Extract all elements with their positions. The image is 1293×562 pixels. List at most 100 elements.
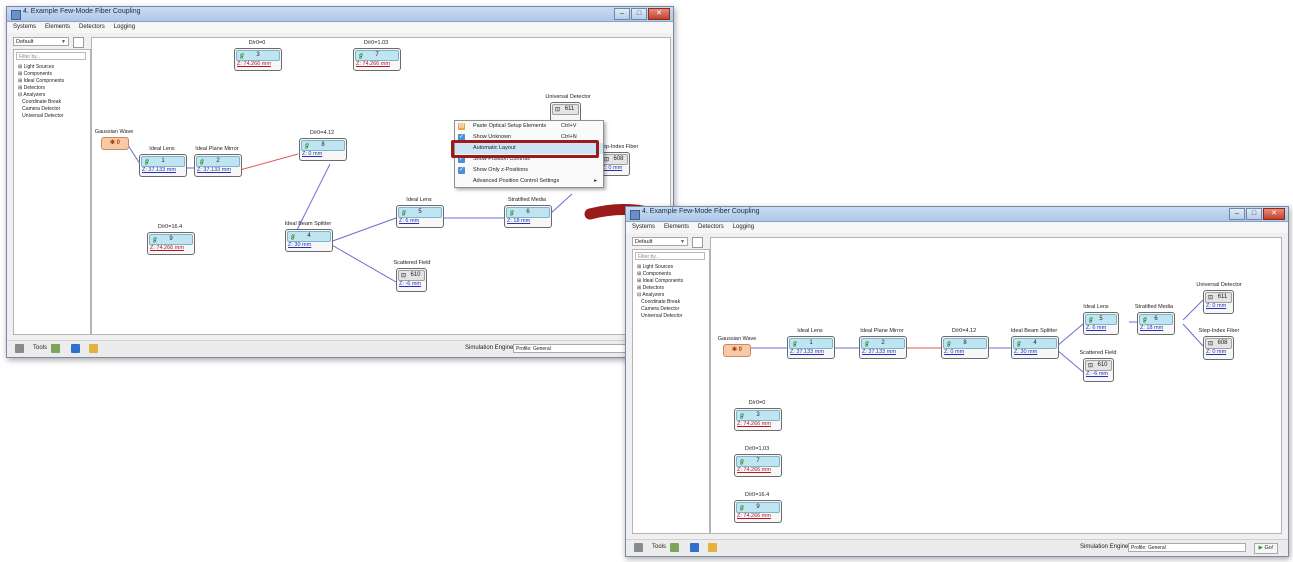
tree-item[interactable]: Camera Detector [22, 106, 61, 112]
z-position[interactable]: Z: 74.266 mm [356, 61, 390, 67]
database-icon[interactable] [634, 543, 643, 552]
maximize-button[interactable]: □ [1246, 208, 1262, 220]
filter-input[interactable]: Filter by... [635, 252, 705, 260]
warning-icon[interactable] [89, 344, 98, 353]
menu-logging[interactable]: Logging [113, 24, 136, 30]
node-0-source[interactable]: ✱ 0 [723, 344, 751, 357]
z-position[interactable]: Z: 6 mm [399, 218, 420, 224]
z-position[interactable]: Z: -6 mm [1086, 371, 1108, 377]
database-icon[interactable] [15, 344, 24, 353]
menu-systems[interactable]: Systems [632, 224, 656, 230]
tools-menu[interactable]: Tools [33, 345, 48, 351]
tree-item[interactable]: ⊞ Components [637, 271, 671, 277]
z-position[interactable]: Z: 30 mm [1014, 349, 1038, 355]
new-system-icon[interactable] [692, 237, 703, 248]
menu-item-automatic-layout[interactable]: Automatic Layout [455, 143, 603, 154]
tree-item[interactable]: ⊞ Detectors [18, 85, 45, 91]
tree-item[interactable]: Universal Detector [641, 313, 683, 319]
info-icon[interactable] [690, 543, 699, 552]
z-position[interactable]: Z: -6 mm [399, 281, 421, 287]
node-608[interactable]: ⊡608 Z: 0 mm [1203, 336, 1234, 360]
maximize-button[interactable]: □ [631, 8, 647, 20]
z-position[interactable]: Z: 0 mm [602, 165, 623, 171]
z-position[interactable]: Z: 18 mm [1140, 325, 1164, 331]
title-bar[interactable]: 4. Example Few-Mode Fiber Coupling – □ ✕ [626, 207, 1288, 222]
z-position[interactable]: Z: 6 mm [1086, 325, 1107, 331]
z-position[interactable]: Z: 30 mm [288, 242, 312, 248]
system-selector[interactable]: Default▼ [632, 237, 688, 246]
tree-item[interactable]: Camera Detector [641, 306, 680, 312]
z-position[interactable]: Z: 0 mm [944, 349, 965, 355]
menu-systems[interactable]: Systems [13, 24, 37, 30]
warning-icon[interactable] [708, 543, 717, 552]
z-position[interactable]: Z: 37.133 mm [142, 167, 176, 173]
z-position[interactable]: Z: 0 mm [1206, 303, 1227, 309]
menu-detectors[interactable]: Detectors [79, 24, 105, 30]
menu-item-advanced-position[interactable]: Advanced Position Control Settings▸ [455, 176, 603, 187]
tree-item[interactable]: ⊟ Analyzers [637, 292, 665, 298]
z-position[interactable]: Z: 0 mm [1206, 349, 1227, 355]
new-system-icon[interactable] [73, 37, 84, 48]
minimize-button[interactable]: – [614, 8, 630, 20]
menu-detectors[interactable]: Detectors [698, 224, 724, 230]
system-selector[interactable]: Default▼ [13, 37, 69, 46]
z-position[interactable]: Z: 0 mm [302, 151, 323, 157]
menu-item-show-position-controls[interactable]: ✓Show Position Controls [458, 156, 530, 163]
wrench-icon[interactable] [51, 344, 60, 353]
tree-item[interactable]: Coordinate Break [641, 299, 681, 305]
minimize-button[interactable]: – [1229, 208, 1245, 220]
title-bar[interactable]: 4. Example Few-Mode Fiber Coupling – □ ✕ [7, 7, 673, 22]
node-608[interactable]: ⊡608 Z: 0 mm [599, 152, 630, 176]
z-position[interactable]: Z: 74.266 mm [150, 245, 184, 251]
close-button[interactable]: ✕ [1263, 208, 1285, 220]
menu-item-show-only-z[interactable]: ✓Show Only z-Positions [458, 167, 529, 174]
z-position[interactable]: Z: 18 mm [507, 218, 531, 224]
engine-selector[interactable]: Profile: General [1128, 543, 1246, 552]
z-position[interactable]: Z: 74.266 mm [737, 513, 771, 519]
z-position[interactable]: Z: 37.133 mm [790, 349, 824, 355]
tree-item[interactable]: ⊞ Light Sources [637, 264, 674, 270]
info-icon[interactable] [71, 344, 80, 353]
tree-item[interactable]: ⊞ Detectors [637, 285, 664, 291]
tree-item[interactable]: ⊞ Ideal Components [18, 78, 65, 84]
tree-item[interactable]: Universal Detector [22, 113, 64, 119]
tree-item[interactable]: ⊞ Ideal Components [637, 278, 684, 284]
z-position[interactable]: Z: 74.266 mm [737, 421, 771, 427]
close-button[interactable]: ✕ [648, 8, 670, 20]
go-button[interactable]: ▶ Go! [1254, 543, 1278, 554]
tree-item[interactable]: Coordinate Break [22, 99, 62, 105]
node-0-source[interactable]: ✱ 0 [101, 137, 129, 150]
tree-item[interactable]: ⊟ Analyzers [18, 92, 46, 98]
tree-item[interactable]: ⊞ Components [18, 71, 52, 77]
node-611[interactable]: ⊡611 Z: 0 mm [1203, 290, 1234, 314]
wrench-icon[interactable] [670, 543, 679, 552]
z-position[interactable]: Z: 37.133 mm [862, 349, 896, 355]
node-610[interactable]: ⊡610 Z: -6 mm [1083, 358, 1114, 382]
tools-menu[interactable]: Tools [652, 544, 667, 550]
filter-input[interactable]: Filter by... [16, 52, 86, 60]
z-position[interactable]: Z: 74.266 mm [737, 467, 771, 473]
node-610[interactable]: ⊡610 Z: -6 mm [396, 268, 427, 292]
z-position[interactable]: Z: 37.133 mm [197, 167, 231, 173]
menu-logging[interactable]: Logging [732, 224, 755, 230]
